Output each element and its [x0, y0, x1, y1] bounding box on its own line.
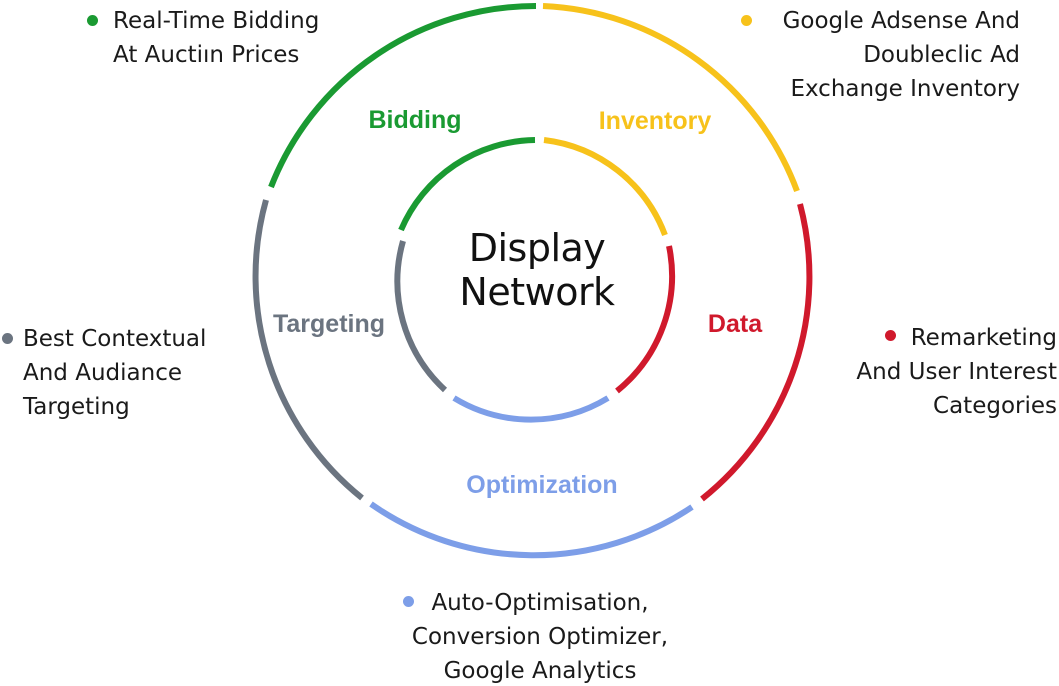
- inner-arc-data: [615, 245, 676, 394]
- bullet-dot-inventory: [741, 15, 752, 26]
- outer-arc-bidding: [268, 2, 537, 189]
- note-data-line: Categories: [933, 393, 1057, 419]
- note-inventory-line: Google Adsense And: [782, 8, 1020, 34]
- inner-arc-inventory: [543, 137, 668, 237]
- note-bidding-line: Real-Time Bidding: [113, 8, 320, 34]
- note-targeting-line: Targeting: [23, 394, 130, 420]
- outer-arc-optimization: [369, 501, 694, 559]
- note-inventory-line: Doubleclic Ad: [863, 42, 1020, 68]
- bullet-dot-targeting: [2, 333, 13, 344]
- note-optimization-line: Auto-Optimisation,: [431, 590, 649, 616]
- note-inventory: Google Adsense And Doubleclic Ad Exchang…: [783, 4, 1020, 106]
- inner-arc-optimization: [452, 395, 610, 423]
- note-bidding: Real-Time Bidding At Auctiın Prices: [113, 4, 319, 72]
- center-title: Display Network: [437, 226, 637, 314]
- center-title-line-1: Display: [468, 226, 606, 270]
- note-optimization-line: Google Analytics: [443, 658, 637, 684]
- note-inventory-line: Exchange Inventory: [790, 76, 1020, 102]
- outer-arc-targeting: [252, 199, 364, 501]
- bullet-dot-bidding: [87, 15, 98, 26]
- note-targeting-line: And Audiance: [23, 360, 182, 386]
- segment-label-optimization: Optimization: [466, 471, 617, 499]
- inner-arc-bidding: [398, 137, 536, 232]
- note-optimization: Auto-Optimisation, Conversion Optimizer,…: [400, 586, 680, 686]
- note-targeting: Best Contextual And Audiance Targeting: [23, 322, 206, 424]
- outer-arc-data: [700, 203, 813, 502]
- segment-label-bidding: Bidding: [368, 106, 461, 134]
- note-data: Remarketing And User Interest Categories: [856, 321, 1057, 423]
- note-bidding-line: At Auctiın Prices: [113, 42, 300, 68]
- note-optimization-line: Conversion Optimizer,: [411, 624, 669, 650]
- note-data-line: And User Interest: [856, 359, 1057, 385]
- note-targeting-line: Best Contextual: [23, 326, 207, 352]
- center-title-line-2: Network: [459, 270, 615, 314]
- note-data-line: Remarketing: [910, 325, 1057, 351]
- bullet-dot-optimization: [403, 596, 414, 607]
- bullet-dot-data: [885, 330, 896, 341]
- outer-arc-inventory: [542, 3, 800, 193]
- segment-label-inventory: Inventory: [599, 107, 712, 135]
- inner-arc-targeting: [394, 240, 448, 393]
- segment-label-targeting: Targeting: [273, 310, 385, 338]
- segment-label-data: Data: [708, 310, 763, 338]
